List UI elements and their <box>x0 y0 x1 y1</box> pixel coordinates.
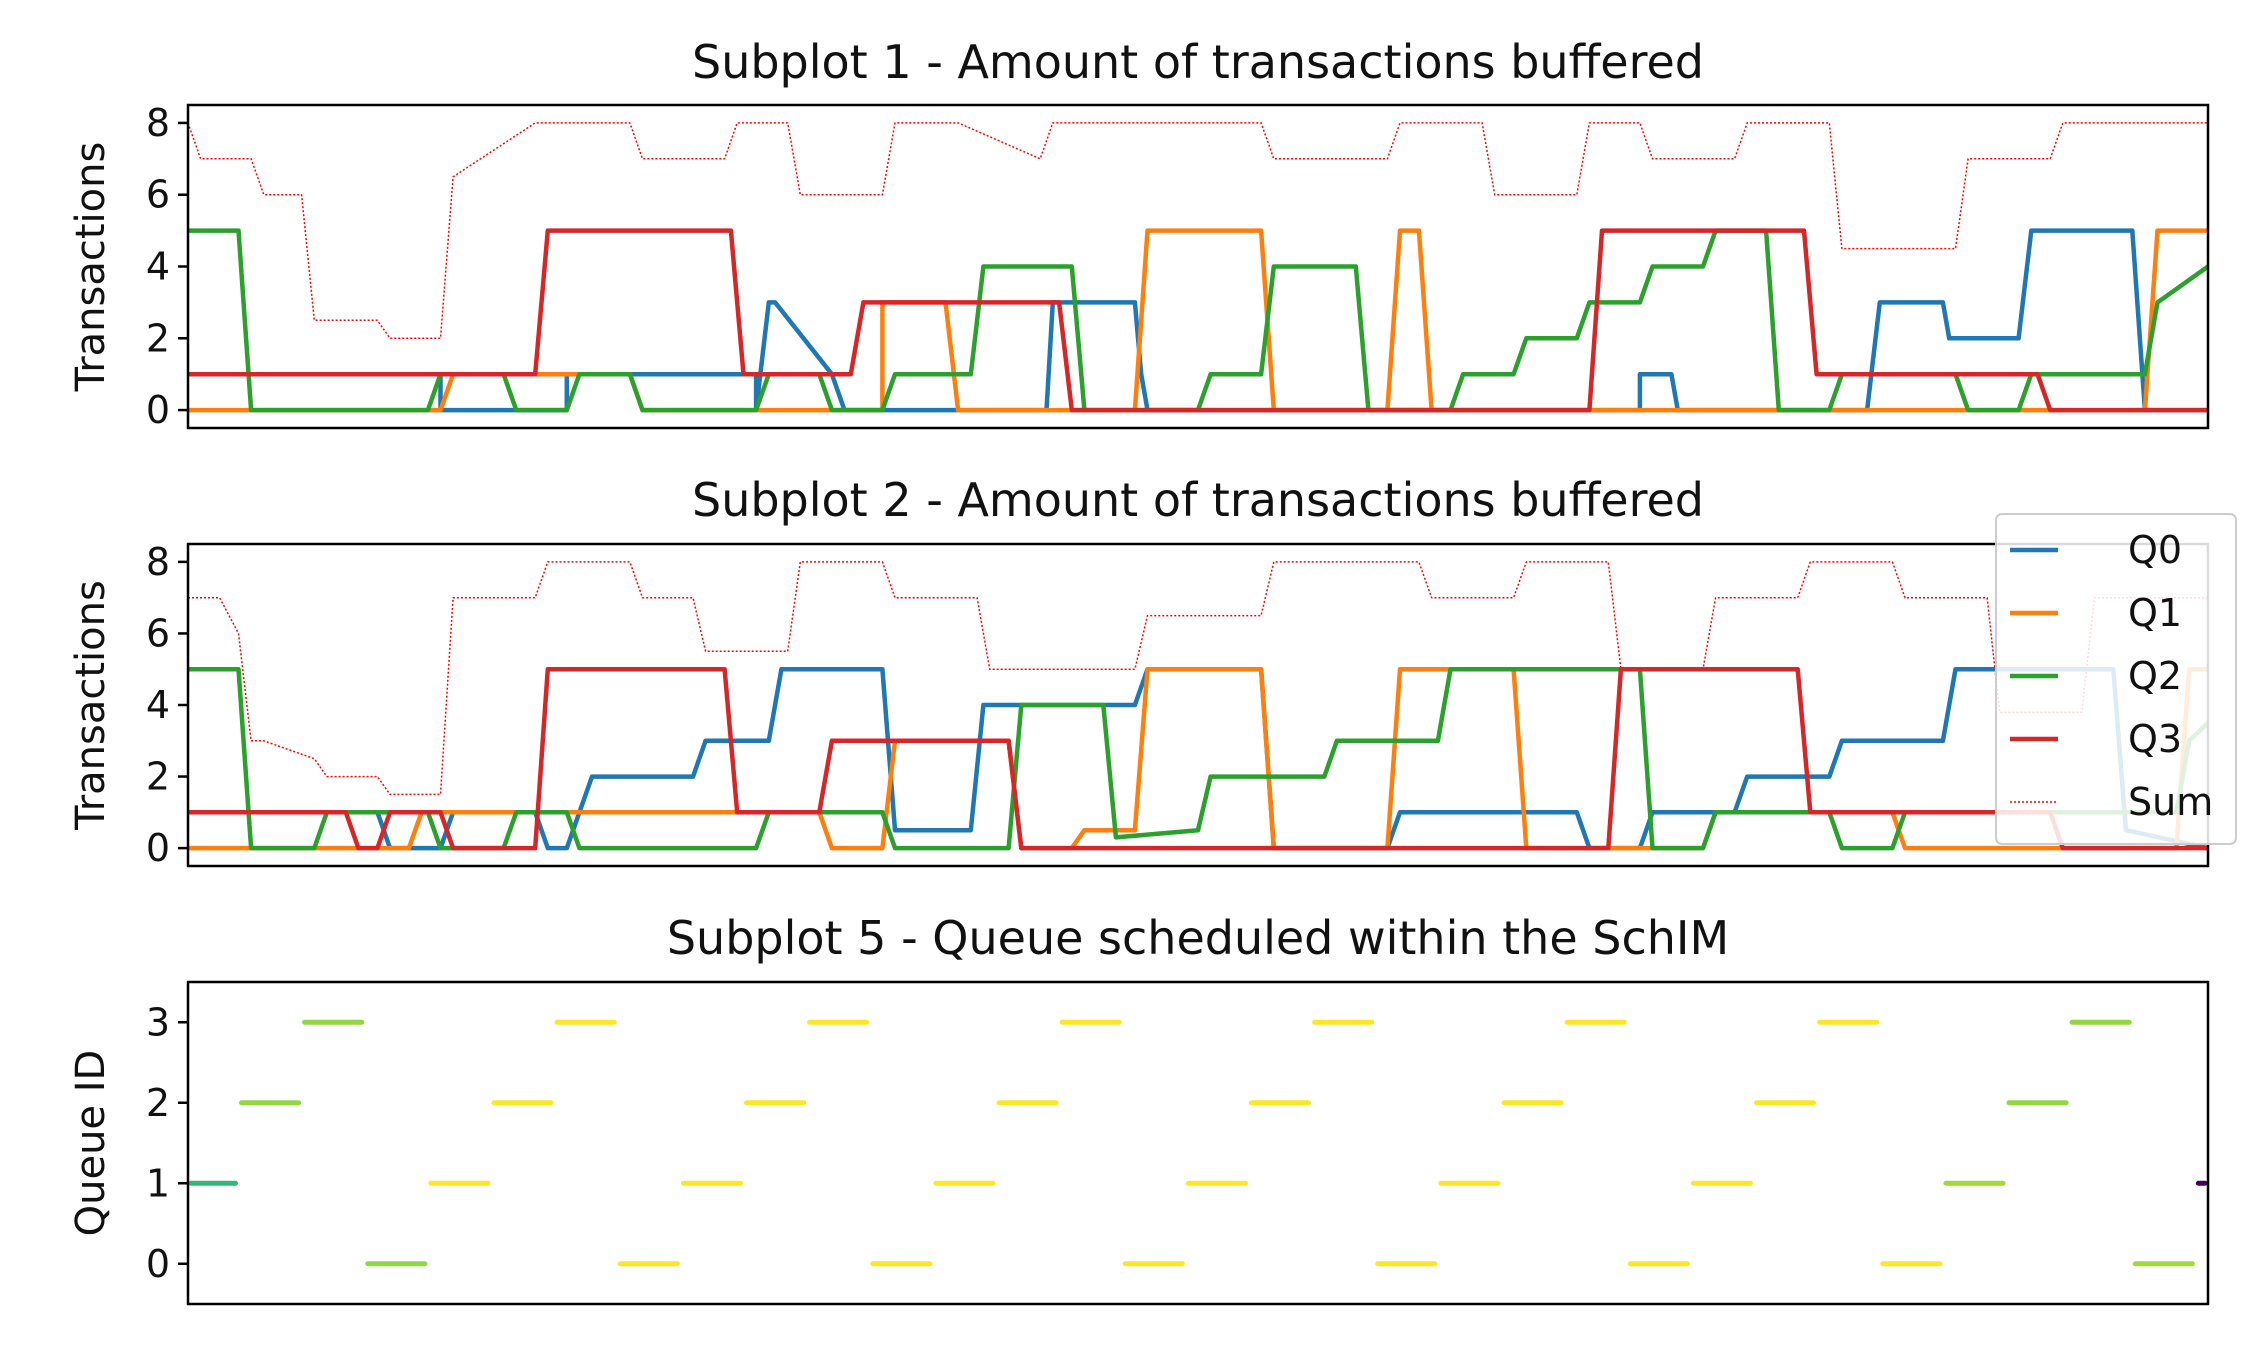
plot-area <box>188 1019 2208 1267</box>
subplot-title: Subplot 1 - Amount of transactions buffe… <box>692 35 1704 89</box>
legend-frame <box>1995 513 2237 845</box>
subplot-2: Subplot 2 - Amount of transactions buffe… <box>68 473 2237 870</box>
y-tick-label: 0 <box>146 826 170 870</box>
series-line-q2 <box>188 666 2208 851</box>
subplot-3: Subplot 5 - Queue scheduled within the S… <box>68 911 2210 1306</box>
y-tick-label: 2 <box>146 755 170 799</box>
y-tick-label: 6 <box>146 611 170 655</box>
series-line-sum <box>188 561 2208 796</box>
legend-label-q0: Q0 <box>2128 528 2182 572</box>
y-tick-label: 2 <box>146 316 170 360</box>
y-tick-label: 8 <box>146 540 170 584</box>
series-line-q2 <box>188 228 2208 413</box>
y-tick-label: 0 <box>146 1242 170 1286</box>
y-tick-label: 6 <box>146 173 170 217</box>
series-line-sum <box>188 122 2208 340</box>
series-line-q3 <box>188 228 2208 413</box>
y-axis-label: Transactions <box>68 580 114 831</box>
legend-label-q3: Q3 <box>2128 717 2182 761</box>
y-tick-label: 0 <box>146 388 170 432</box>
axes-frame <box>186 103 2210 430</box>
series-line-q0 <box>188 666 2208 851</box>
series-line-q1 <box>188 228 2208 413</box>
subplot-title: Subplot 2 - Amount of transactions buffe… <box>692 473 1704 527</box>
plot-area <box>188 122 2208 413</box>
subplot-title: Subplot 5 - Queue scheduled within the S… <box>667 911 1729 965</box>
legend-label-q2: Q2 <box>2128 654 2182 698</box>
y-tick-label: 8 <box>146 101 170 145</box>
y-tick-label: 4 <box>146 245 170 289</box>
legend-label-q1: Q1 <box>2128 591 2182 635</box>
axes-frame <box>186 980 2210 1306</box>
y-tick-label: 1 <box>146 1161 170 1205</box>
subplot-1: Subplot 1 - Amount of transactions buffe… <box>68 35 2210 432</box>
plot-area <box>188 561 2208 851</box>
y-tick-label: 4 <box>146 683 170 727</box>
y-axis-label: Queue ID <box>68 1050 114 1237</box>
series-line-q3 <box>188 666 2208 851</box>
y-tick-label: 3 <box>146 1000 170 1044</box>
y-axis-label: Transactions <box>68 142 114 393</box>
series-line-q0 <box>188 228 2208 413</box>
y-tick-label: 2 <box>146 1081 170 1125</box>
legend-label-sum: Sum <box>2128 780 2213 824</box>
